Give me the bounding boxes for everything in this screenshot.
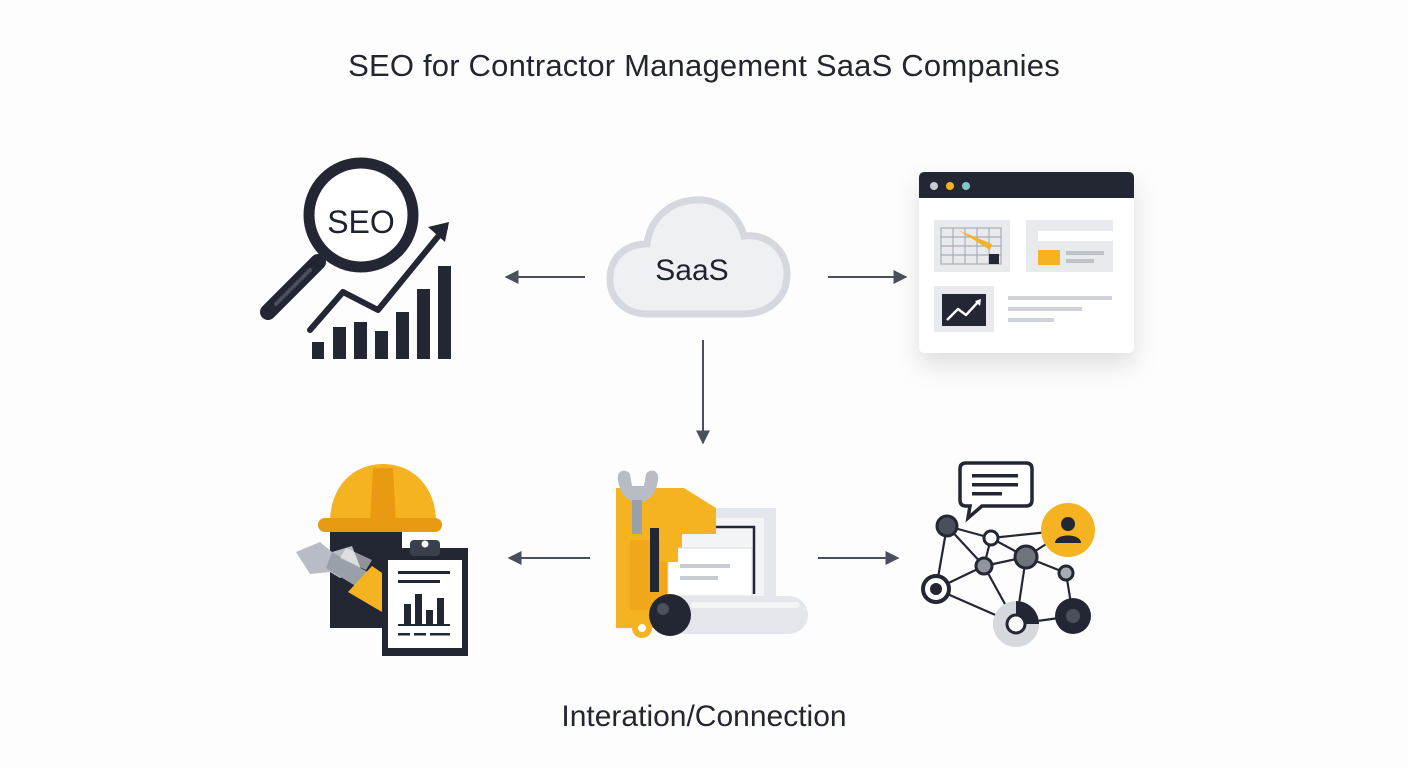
pen-tool-band <box>660 540 678 562</box>
blueprint-roll-end-inner <box>657 603 669 615</box>
wrench-icon <box>617 470 659 534</box>
chat-bubble-icon <box>958 461 1034 523</box>
clipboard-chart-axis <box>398 624 450 626</box>
connector-arrows <box>504 270 908 565</box>
dashboard-window-icon <box>919 172 1134 353</box>
hardhat-brim <box>318 518 442 532</box>
clipboard-clip <box>410 540 440 556</box>
growth-bar <box>417 289 430 359</box>
network-node <box>1013 544 1039 570</box>
window-dot <box>962 182 970 190</box>
blueprint-roll-highlight <box>690 602 800 608</box>
text-line <box>1008 307 1082 311</box>
window-titlebar <box>919 172 1134 198</box>
window-dot <box>946 182 954 190</box>
summary-card-chip <box>1038 250 1060 265</box>
network-node <box>935 514 959 538</box>
growth-bar <box>333 327 346 359</box>
summary-card-line <box>1066 259 1094 263</box>
diagram-title: SEO for Contractor Management SaaS Compa… <box>348 48 1060 83</box>
hardhat-ridge <box>370 468 396 522</box>
document-line <box>680 564 730 568</box>
clipboard-chart-bar <box>415 594 422 624</box>
network-node <box>1057 564 1075 582</box>
seo-label: SEO <box>327 204 395 240</box>
chat-bubble-line <box>972 483 1018 487</box>
growth-bar <box>312 342 324 359</box>
calendar-highlight <box>958 230 992 250</box>
diagram-caption: Interation/Connection <box>561 700 847 733</box>
tools-blueprint-icon <box>616 470 808 638</box>
clipboard-dash <box>430 633 450 636</box>
summary-card-line <box>1066 251 1104 255</box>
seo-magnifier-growth-icon: SEO <box>260 157 451 359</box>
clipboard-line <box>398 580 440 583</box>
network-node <box>982 529 1000 547</box>
chart-trend-icon <box>946 301 979 321</box>
growth-bar <box>354 322 367 359</box>
cloud-shape <box>606 196 791 318</box>
trend-arrow-head <box>428 222 449 242</box>
clipboard-line <box>398 571 450 574</box>
clipboard-chart-bar <box>426 610 433 624</box>
trend-arrow-line <box>307 225 448 333</box>
calendar-marker <box>989 254 999 264</box>
blueprint-roll-end <box>649 594 691 636</box>
folder-tab <box>684 488 716 534</box>
clipboard-dash <box>414 633 426 636</box>
window-dot <box>930 182 938 190</box>
network-connection-icon <box>921 461 1095 647</box>
network-node <box>974 556 994 576</box>
clipboard-chart-bar <box>437 598 444 624</box>
growth-bar <box>438 266 451 359</box>
growth-bar <box>396 312 409 359</box>
chat-bubble-line <box>972 474 1018 478</box>
contractor-hardhat-clipboard-icon <box>296 464 468 656</box>
document-line <box>680 576 718 580</box>
clipboard-dash <box>398 633 410 636</box>
chat-bubble-line <box>972 492 1002 496</box>
summary-card-bar <box>1038 231 1119 241</box>
clipboard-clip-hole <box>421 540 429 548</box>
magnifier-handle-highlight <box>274 268 312 306</box>
clipboard-chart-bar <box>404 604 411 624</box>
magnifier-lens <box>303 157 419 273</box>
pen-tool <box>650 528 659 592</box>
document-sheet <box>667 547 753 597</box>
growth-bar <box>375 331 388 359</box>
saas-label: SaaS <box>655 254 728 287</box>
cloud-icon: SaaS <box>606 196 791 318</box>
chart-screen <box>942 294 986 326</box>
text-line <box>1008 318 1054 322</box>
text-line <box>1008 296 1112 300</box>
